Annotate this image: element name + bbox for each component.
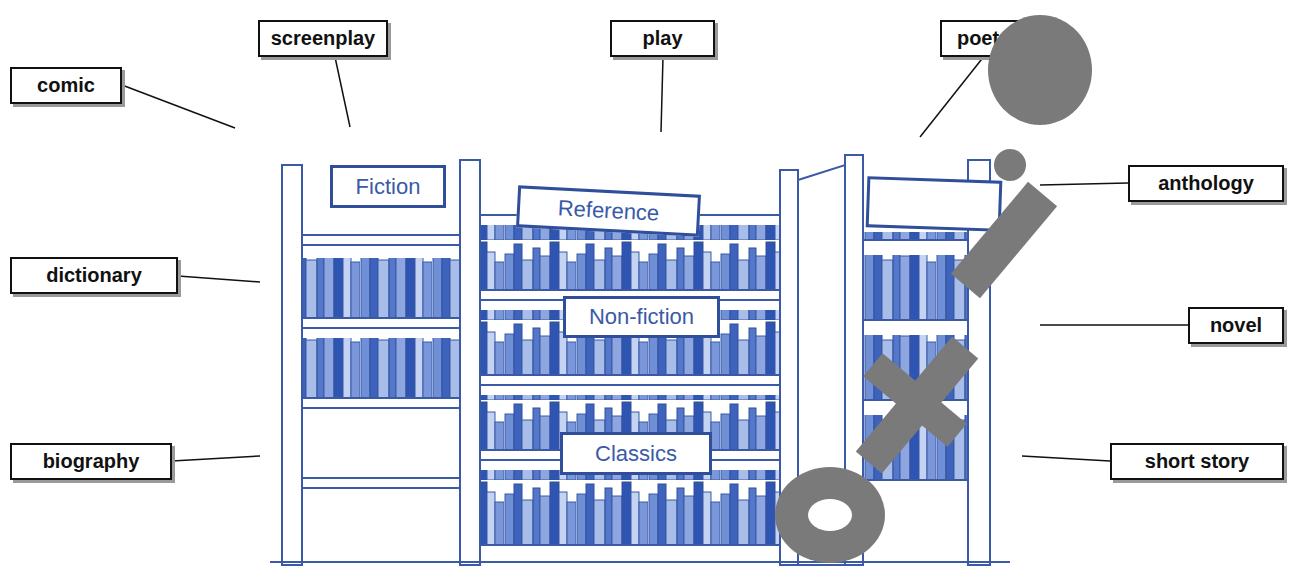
sign-text: Classics [595,441,677,467]
label-text: screenplay [271,27,376,50]
genre-label: anthology [1128,165,1284,202]
sign-text: Fiction [356,174,421,200]
label-text: play [642,27,682,50]
shelf-sign: Classics [560,432,712,475]
sign-text: Non-fiction [589,304,694,330]
genre-label: screenplay [258,20,388,57]
genre-label: dictionary [10,257,178,294]
shelf-sign: Non-fiction [563,296,720,338]
genre-label: poetry [940,20,1035,57]
label-text: biography [43,450,140,473]
shelf-sign: Fiction [330,165,446,208]
genre-label: play [610,20,715,57]
genre-label: biography [10,443,172,480]
genre-label: comic [10,67,122,104]
label-text: dictionary [46,264,142,287]
label-text: novel [1210,314,1262,337]
label-text: anthology [1158,172,1254,195]
genre-label: novel [1188,307,1284,344]
sign-text: Reference [557,195,660,226]
leader-lines [122,55,1188,461]
label-text: short story [1145,450,1249,473]
genre-label: short story [1110,443,1284,480]
label-text: poetry [957,27,1018,50]
label-text: comic [37,74,95,97]
